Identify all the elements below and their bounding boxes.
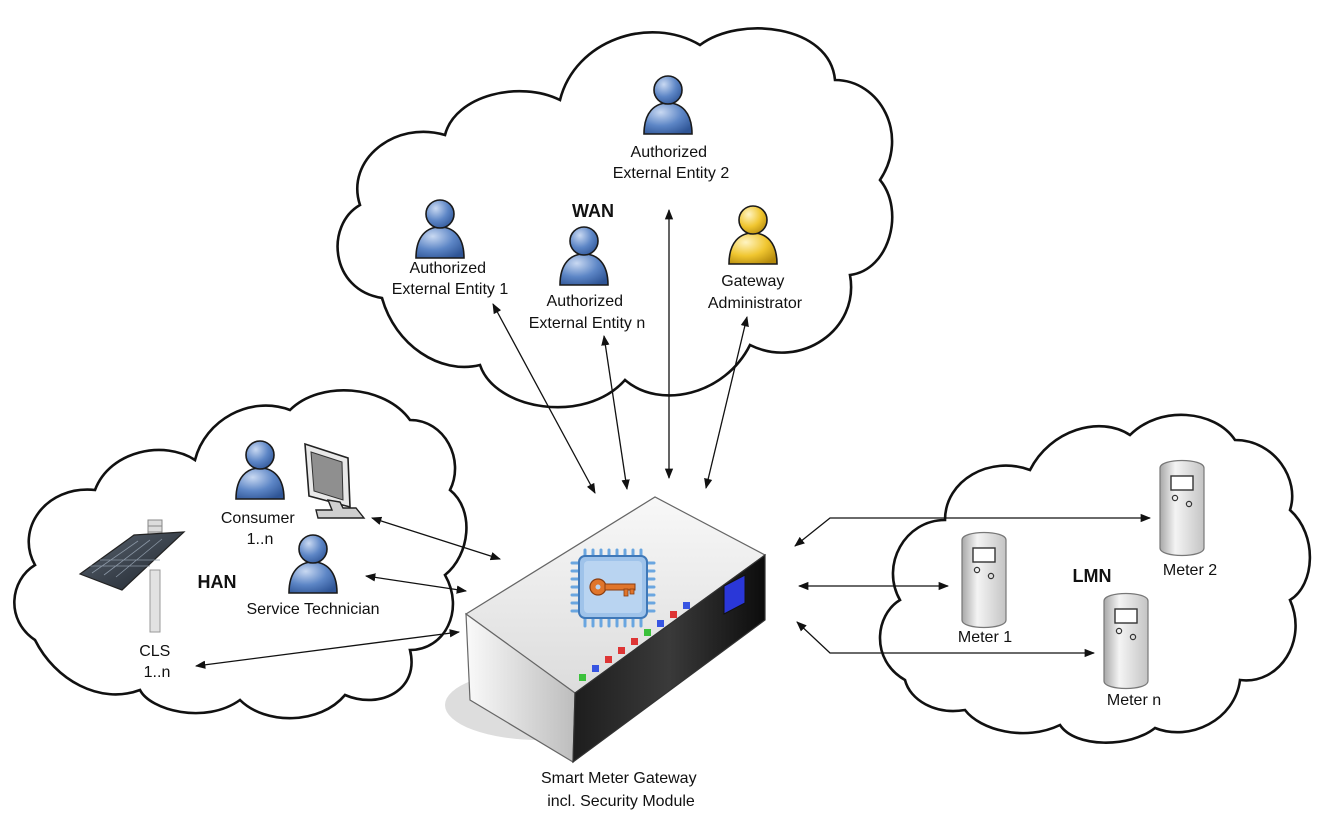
- wan-network-label: WAN: [572, 201, 614, 221]
- key-icon: [589, 578, 636, 597]
- han-network-label: HAN: [198, 572, 237, 592]
- meter-n-icon: [1103, 592, 1149, 690]
- authorized-entity-2-label: Authorized External Entity 2: [613, 144, 730, 182]
- monitor-icon: [304, 442, 366, 519]
- service-technician-label: Service Technician: [246, 601, 379, 618]
- meter-n-label: Meter n: [1107, 692, 1161, 709]
- status-leds: [579, 602, 690, 681]
- meter-1-label: Meter 1: [958, 629, 1012, 646]
- link-cls: [194, 629, 461, 669]
- link-entity-1: [492, 303, 596, 494]
- meter-2-label: Meter 2: [1163, 562, 1217, 579]
- authorized-entity-n-label: Authorized External Entity n: [529, 293, 646, 332]
- link-admin: [704, 315, 749, 490]
- link-consumer: [371, 516, 501, 561]
- meter-2-icon: [1159, 459, 1205, 557]
- consumer-label: Consumer 1..n: [221, 510, 299, 548]
- han-cloud: [13, 389, 468, 720]
- link-meter-2: [794, 513, 1152, 547]
- connection-arrows: [194, 208, 1152, 669]
- meter-1-icon: [961, 531, 1007, 629]
- link-entity-n: [601, 334, 630, 491]
- cls-label: CLS 1..n: [139, 643, 175, 681]
- gateway-label: Smart Meter Gateway incl. Security Modul…: [541, 770, 701, 810]
- lmn-network-label: LMN: [1073, 566, 1112, 586]
- authorized-entity-1-label: Authorized External Entity 1: [392, 260, 509, 298]
- gateway-administrator-label: Gateway Administrator: [708, 273, 803, 312]
- smart-meter-gateway-device: [445, 496, 767, 764]
- link-technician: [364, 573, 468, 594]
- solar-panel-icon: [78, 519, 186, 633]
- wan-cloud: [336, 27, 894, 409]
- link-meter-n: [796, 621, 1096, 658]
